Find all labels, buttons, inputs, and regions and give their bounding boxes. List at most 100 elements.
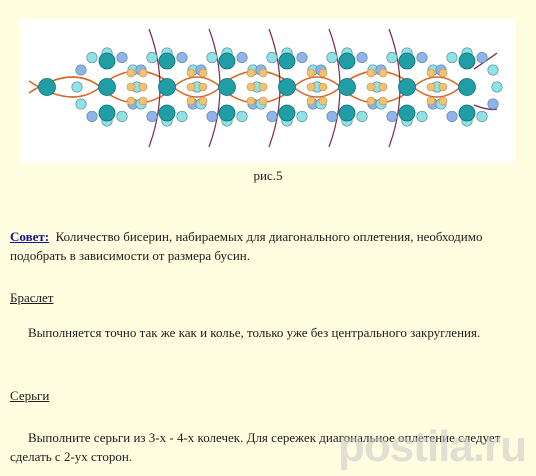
orange-bead (126, 82, 136, 92)
orange-bead (378, 96, 388, 106)
purple-thread-end (473, 104, 498, 111)
seed-bead (75, 98, 87, 110)
beadwork-pattern-svg (28, 28, 503, 148)
large-bead (338, 104, 356, 122)
seed-bead (487, 64, 499, 76)
large-bead (98, 52, 116, 70)
large-bead (158, 104, 176, 122)
orange-bead (198, 96, 208, 106)
seed-bead (296, 110, 308, 122)
orange-bead (438, 82, 448, 92)
seed-bead (266, 52, 278, 64)
tip-label: Совет: (10, 229, 50, 244)
orange-bead (306, 96, 316, 106)
beadwork-diagram (19, 19, 516, 163)
orange-bead (426, 82, 436, 92)
seed-bead (236, 110, 248, 122)
orange-bead (366, 68, 376, 78)
large-bead (338, 78, 356, 96)
orange-bead (198, 82, 208, 92)
large-bead (98, 104, 116, 122)
orange-bead (426, 68, 436, 78)
seed-bead (86, 110, 98, 122)
seed-bead (326, 110, 338, 122)
bracelet-heading: Браслет (10, 290, 54, 305)
orange-bead (246, 82, 256, 92)
orange-bead (306, 68, 316, 78)
large-bead (398, 78, 416, 96)
seed-bead (416, 52, 428, 64)
seed-bead (296, 52, 308, 64)
large-bead (458, 78, 476, 96)
large-bead (458, 52, 476, 70)
large-bead (338, 52, 356, 70)
tip-text: Количество бисерин, набираемых для диаго… (10, 229, 483, 263)
large-bead (218, 104, 236, 122)
large-bead (278, 104, 296, 122)
large-bead (278, 52, 296, 70)
seed-bead (386, 110, 398, 122)
seed-bead (356, 110, 368, 122)
seed-bead (86, 52, 98, 64)
orange-bead (138, 82, 148, 92)
figure-caption: рис.5 (253, 168, 283, 183)
orange-bead (318, 68, 328, 78)
seed-bead (476, 110, 488, 122)
orange-bead (258, 96, 268, 106)
seed-bead (326, 52, 338, 64)
seed-bead (266, 110, 278, 122)
seed-bead (487, 98, 499, 110)
large-bead (218, 78, 236, 96)
orange-bead (258, 82, 268, 92)
orange-bead (126, 96, 136, 106)
seed-bead (416, 110, 428, 122)
orange-bead (306, 82, 316, 92)
orange-bead (378, 68, 388, 78)
large-bead (278, 78, 296, 96)
seed-bead (476, 52, 488, 64)
bracelet-text: Выполняется точно так же как и колье, то… (28, 325, 481, 340)
seed-bead (176, 110, 188, 122)
large-bead (98, 78, 116, 96)
orange-bead (258, 68, 268, 78)
seed-bead (206, 52, 218, 64)
orange-bead (138, 96, 148, 106)
seed-bead (116, 52, 128, 64)
orange-bead (186, 96, 196, 106)
seed-bead (491, 81, 503, 93)
seed-bead (116, 110, 128, 122)
orange-bead (438, 96, 448, 106)
seed-bead (446, 52, 458, 64)
earrings-heading: Серьги (10, 388, 50, 403)
seed-bead (75, 64, 87, 76)
orange-bead (246, 96, 256, 106)
orange-bead (426, 96, 436, 106)
orange-bead (186, 82, 196, 92)
orange-bead (186, 68, 196, 78)
seed-bead (386, 52, 398, 64)
large-bead (158, 52, 176, 70)
orange-bead (318, 82, 328, 92)
orange-bead (378, 82, 388, 92)
seed-bead (146, 110, 158, 122)
tip-paragraph: Совет: Количество бисерин, набираемых дл… (10, 227, 526, 265)
seed-bead (236, 52, 248, 64)
orange-bead (318, 96, 328, 106)
seed-bead (176, 52, 188, 64)
large-bead (398, 104, 416, 122)
seed-bead (356, 52, 368, 64)
large-bead (38, 78, 56, 96)
earrings-text: Выполните серьги из 3-х - 4-х колечек. Д… (10, 430, 501, 464)
orange-bead (366, 96, 376, 106)
orange-bead (198, 68, 208, 78)
large-bead (398, 52, 416, 70)
orange-bead (138, 68, 148, 78)
purple-thread-end (473, 52, 498, 70)
orange-bead (246, 68, 256, 78)
large-bead (158, 78, 176, 96)
orange-bead (126, 68, 136, 78)
seed-bead (71, 81, 83, 93)
large-bead (218, 52, 236, 70)
large-bead (458, 104, 476, 122)
seed-bead (146, 52, 158, 64)
